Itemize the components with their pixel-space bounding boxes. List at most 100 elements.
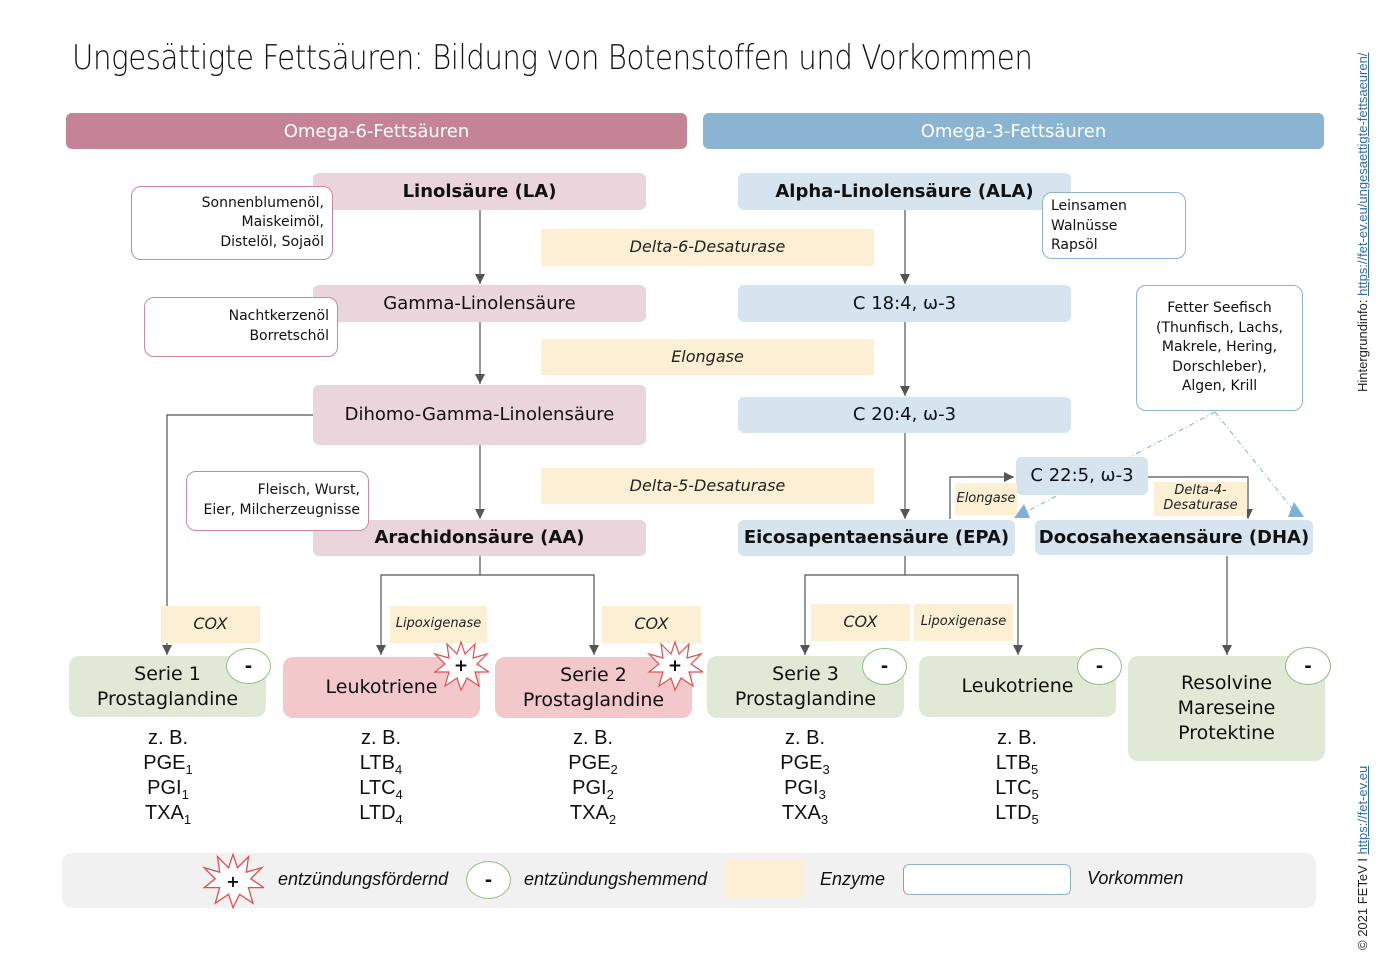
enzyme-elongase-small: Elongase	[955, 483, 1017, 515]
anti-inflammatory-icon: -	[1077, 648, 1122, 685]
site-link[interactable]: https://fet-ev.eu	[1355, 765, 1370, 855]
output-label: Prostaglandine	[734, 688, 877, 710]
source-item: Dorschleber),	[1172, 358, 1267, 375]
example-item: TXA3	[781, 802, 829, 827]
output-serie2-prostaglandine: Serie 2 Prostaglandine	[495, 657, 692, 718]
examples-serie3: z. B. PGE3 PGI3 TXA3	[755, 726, 855, 826]
anti-inflammatory-icon: -	[1285, 647, 1331, 685]
background-info-label: Hintergrundinfo:	[1355, 295, 1370, 393]
arrow-c225-dha	[1148, 476, 1253, 519]
source-box-fish: Fetter Seefisch (Thunfisch, Lachs, Makre…	[1136, 285, 1303, 411]
node-epa: Eicosapentaensäure (EPA)	[738, 520, 1015, 556]
enzyme-delta4-desaturase: Delta-4-Desaturase	[1154, 482, 1247, 516]
example-item: LTD5	[995, 802, 1039, 827]
legend-plus-sign: +	[226, 871, 240, 891]
example-item: z. B.	[360, 727, 401, 749]
example-item: TXA1	[144, 802, 192, 827]
omega6-header: Omega-6-Fettsäuren	[66, 113, 687, 149]
copyright: © 2021 FETeV I https://fet-ev.eu	[1355, 766, 1370, 950]
source-arrowhead-epa	[1014, 504, 1030, 518]
source-item: Sonnenblumenöl,	[201, 194, 324, 211]
omega3-header: Omega-3-Fettsäuren	[703, 113, 1324, 149]
background-info-link[interactable]: https://fet-ev.eu/ungesaettigte-fettsaeu…	[1355, 52, 1370, 296]
output-label: Prostaglandine	[522, 688, 665, 711]
arrow-aa-leuko	[376, 574, 480, 655]
node-gamma-linolensaeure: Gamma-Linolensäure	[313, 285, 646, 322]
example-item: PGI3	[784, 777, 826, 802]
example-item: z. B.	[572, 727, 613, 749]
output-label: Leukotriene	[961, 675, 1074, 698]
source-box-la: Sonnenblumenöl, Maiskeimöl, Distelöl, So…	[131, 186, 333, 260]
example-item: z. B.	[784, 727, 825, 749]
examples-leukotriene-5: z. B. LTB5 LTC5 LTD5	[967, 726, 1067, 826]
arrow-dgla-serie1	[162, 414, 313, 655]
legend-minus-icon: -	[466, 861, 511, 899]
anti-inflammatory-icon: -	[226, 648, 271, 684]
enzyme-delta6-desaturase: Delta-6-Desaturase	[541, 229, 874, 266]
source-item: Leinsamen	[1051, 198, 1127, 214]
source-item: Maiskeimöl,	[241, 214, 325, 231]
source-item: Fetter Seefisch	[1167, 300, 1272, 317]
node-linolsaeure: Linolsäure (LA)	[313, 173, 646, 210]
node-c22-5: C 22:5, ω-3	[1016, 457, 1148, 495]
output-label: Mareseine	[1177, 697, 1276, 720]
enzyme-cox-serie2: COX	[602, 606, 701, 643]
output-label: Serie 1	[134, 662, 201, 685]
source-box-ala: Leinsamen Walnüsse Rapsöl	[1042, 192, 1186, 259]
legend-pro-inflammatory: entzündungsfördernd	[278, 869, 449, 889]
source-box-gla: Nachtkerzenöl Borretschöl	[144, 297, 338, 357]
source-item: Rapsöl	[1051, 237, 1098, 254]
source-box-aa: Fleisch, Wurst, Eier, Milcherzeugnisse	[186, 471, 369, 531]
legend-enzyme: Enzyme	[820, 869, 886, 889]
pro-inflammatory-star-icon	[646, 640, 705, 696]
legend	[62, 853, 1316, 908]
example-item: z. B.	[996, 727, 1037, 749]
legend-anti-inflammatory: entzündungshemmend	[524, 869, 708, 889]
output-label: Resolvine	[1180, 672, 1273, 695]
example-item: PGE3	[780, 752, 830, 777]
output-label: Serie 2	[560, 663, 627, 686]
background-info: Hintergrundinfo: https://fet-ev.eu/unges…	[1355, 53, 1370, 392]
example-item: PGI2	[572, 777, 614, 802]
example-item: LTB5	[995, 752, 1039, 777]
output-label: Leukotriene	[325, 676, 438, 699]
source-item: Borretschöl	[249, 328, 329, 344]
node-dihomo-gamma-linolensaeure: Dihomo-Gamma-Linolensäure	[313, 385, 646, 445]
dashed-fish-dha	[1214, 411, 1296, 513]
source-item: Eier, Milcherzeugnisse	[203, 502, 361, 518]
legend-enzyme-swatch	[726, 860, 803, 898]
node-c18-4: C 18:4, ω-3	[738, 285, 1071, 322]
pro-inflammatory-star-icon	[432, 640, 491, 696]
anti-inflammatory-icon: -	[862, 648, 907, 685]
example-item: TXA2	[569, 802, 617, 827]
source-item: Fleisch, Wurst,	[257, 482, 360, 499]
plus-sign: +	[453, 656, 469, 676]
enzyme-cox-serie3: COX	[811, 604, 910, 641]
plus-sign: +	[667, 656, 683, 676]
output-label: Prostaglandine	[96, 687, 239, 710]
source-item: Distelöl, Sojaöl	[220, 233, 324, 250]
enzyme-delta5-desaturase: Delta-5-Desaturase	[541, 468, 874, 504]
enzyme-lipoxigenase-aa: Lipoxigenase	[390, 606, 487, 643]
example-item: PGE2	[568, 752, 618, 777]
arrow-aa-serie2	[480, 574, 599, 655]
examples-leukotriene-4: z. B. LTB4 LTC4 LTD4	[331, 726, 431, 826]
node-arachidonsaeure: Arachidonsäure (AA)	[313, 520, 646, 556]
example-item: LTC4	[359, 777, 403, 802]
node-alpha-linolensaeure: Alpha-Linolensäure (ALA)	[738, 173, 1071, 210]
arrow-epa-serie3	[800, 574, 905, 655]
example-item: PGI1	[147, 777, 189, 802]
legend-source-swatch	[903, 864, 1071, 895]
enzyme-lipoxigenase-epa: Lipoxigenase	[914, 604, 1013, 641]
copyright-label: © 2021 FETeV I	[1355, 854, 1370, 950]
enzyme-cox-serie1: COX	[161, 606, 260, 643]
node-c20-4: C 20:4, ω-3	[738, 397, 1071, 433]
examples-serie2: z. B. PGE2 PGI2 TXA2	[543, 726, 643, 826]
source-item: Makrele, Hering,	[1161, 339, 1278, 356]
output-label: Protektine	[1178, 721, 1275, 744]
source-item: Algen, Krill	[1181, 378, 1258, 395]
enzyme-elongase: Elongase	[541, 339, 874, 375]
example-item: PGE1	[143, 752, 193, 777]
source-item: Nachtkerzenöl	[228, 308, 329, 325]
